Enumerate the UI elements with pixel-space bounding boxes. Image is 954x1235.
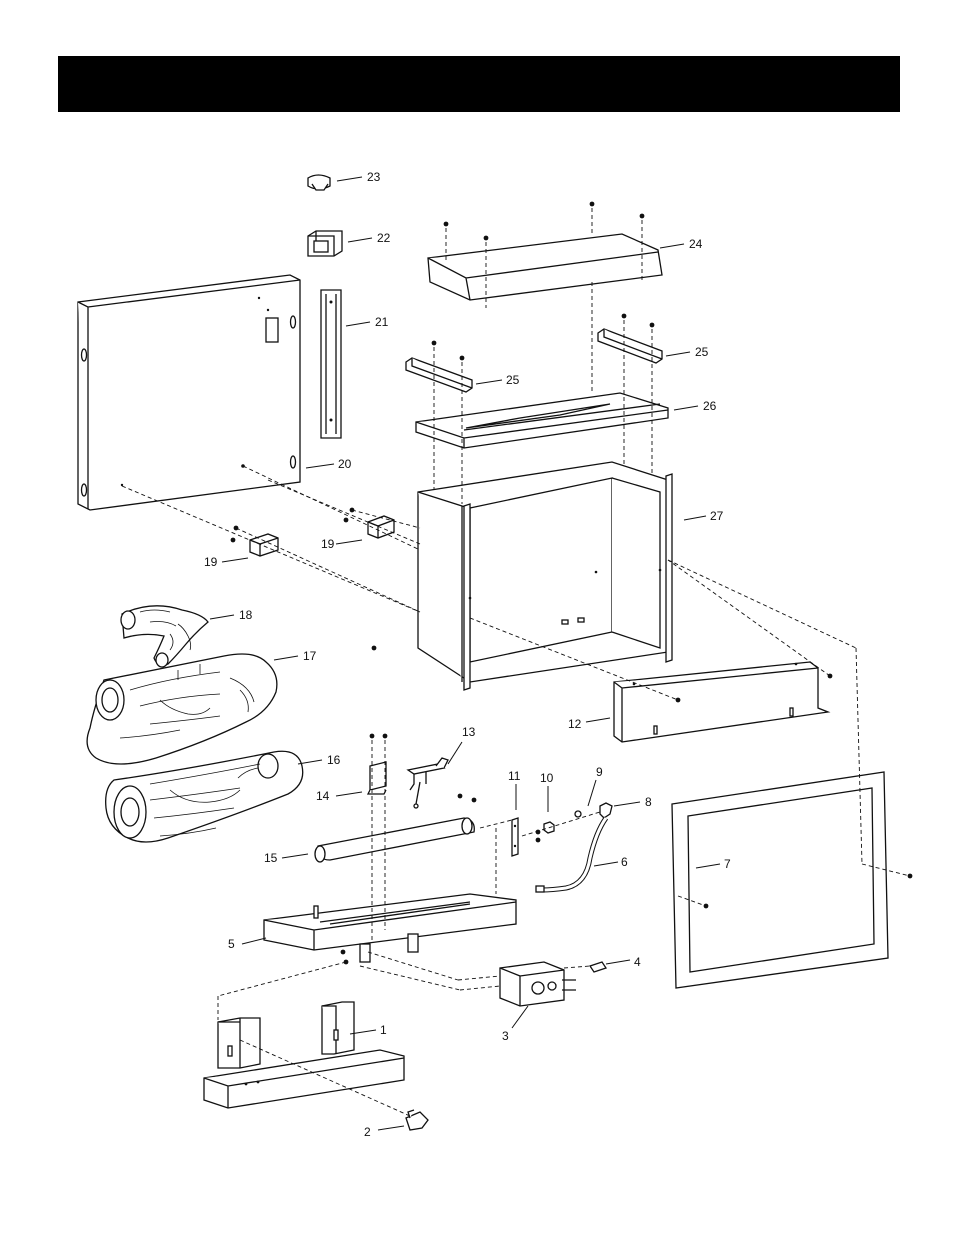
callout-10: 10 xyxy=(540,771,554,785)
part-24-top-panel xyxy=(428,234,662,300)
callout-22: 22 xyxy=(377,231,391,245)
part-2-igniter xyxy=(406,1110,428,1130)
callout-9: 9 xyxy=(596,765,603,779)
part-21-side-bracket xyxy=(321,290,341,438)
callout-25-right: 25 xyxy=(695,345,709,359)
part-20-side-panel xyxy=(78,275,300,510)
callout-6: 6 xyxy=(621,855,628,869)
part-3-gas-valve xyxy=(500,962,576,1006)
part-19-bracket-lower xyxy=(250,534,278,556)
part-16-log xyxy=(106,751,303,842)
callout-2: 2 xyxy=(364,1125,371,1139)
part-12-lower-panel xyxy=(614,662,828,742)
callout-15: 15 xyxy=(264,851,278,865)
callout-11: 11 xyxy=(508,769,521,783)
part-23-knob xyxy=(308,175,330,190)
callout-24: 24 xyxy=(689,237,703,251)
part-5-burner-pan xyxy=(264,894,516,962)
callout-5: 5 xyxy=(228,937,235,951)
callout-25-left: 25 xyxy=(506,373,520,387)
callout-21: 21 xyxy=(375,315,389,329)
callout-27: 27 xyxy=(710,509,724,523)
callout-18: 18 xyxy=(239,608,253,622)
callout-7: 7 xyxy=(724,857,731,871)
callout-12: 12 xyxy=(568,717,582,731)
callout-20: 20 xyxy=(338,457,352,471)
part-26-top-frame xyxy=(416,393,668,448)
part-4-fitting xyxy=(590,962,606,972)
part-13-pilot-assembly xyxy=(408,758,448,808)
part-7-glass-door xyxy=(672,772,888,988)
part-11-plate xyxy=(512,818,518,856)
part-17-log xyxy=(87,654,277,764)
callout-14: 14 xyxy=(316,789,330,803)
part-22-switch-box xyxy=(308,231,342,256)
part-9-nut xyxy=(575,811,581,817)
callout-19-upper: 19 xyxy=(321,537,335,551)
part-18-small-log xyxy=(121,606,208,667)
part-8-fitting xyxy=(600,803,612,818)
part-27-firebox xyxy=(418,462,672,690)
callout-4: 4 xyxy=(634,955,641,969)
part-1-burner-bracket xyxy=(204,1002,404,1108)
callout-17: 17 xyxy=(303,649,317,663)
callout-16: 16 xyxy=(327,753,341,767)
callout-8: 8 xyxy=(645,795,652,809)
part-14-pilot-bracket xyxy=(368,762,386,794)
callout-13: 13 xyxy=(462,725,476,739)
callout-26: 26 xyxy=(703,399,717,413)
callout-1: 1 xyxy=(380,1023,387,1037)
callout-23: 23 xyxy=(367,170,381,184)
callout-19-lower: 19 xyxy=(204,555,218,569)
part-15-burner-tube xyxy=(315,818,474,862)
callout-3: 3 xyxy=(502,1029,509,1043)
